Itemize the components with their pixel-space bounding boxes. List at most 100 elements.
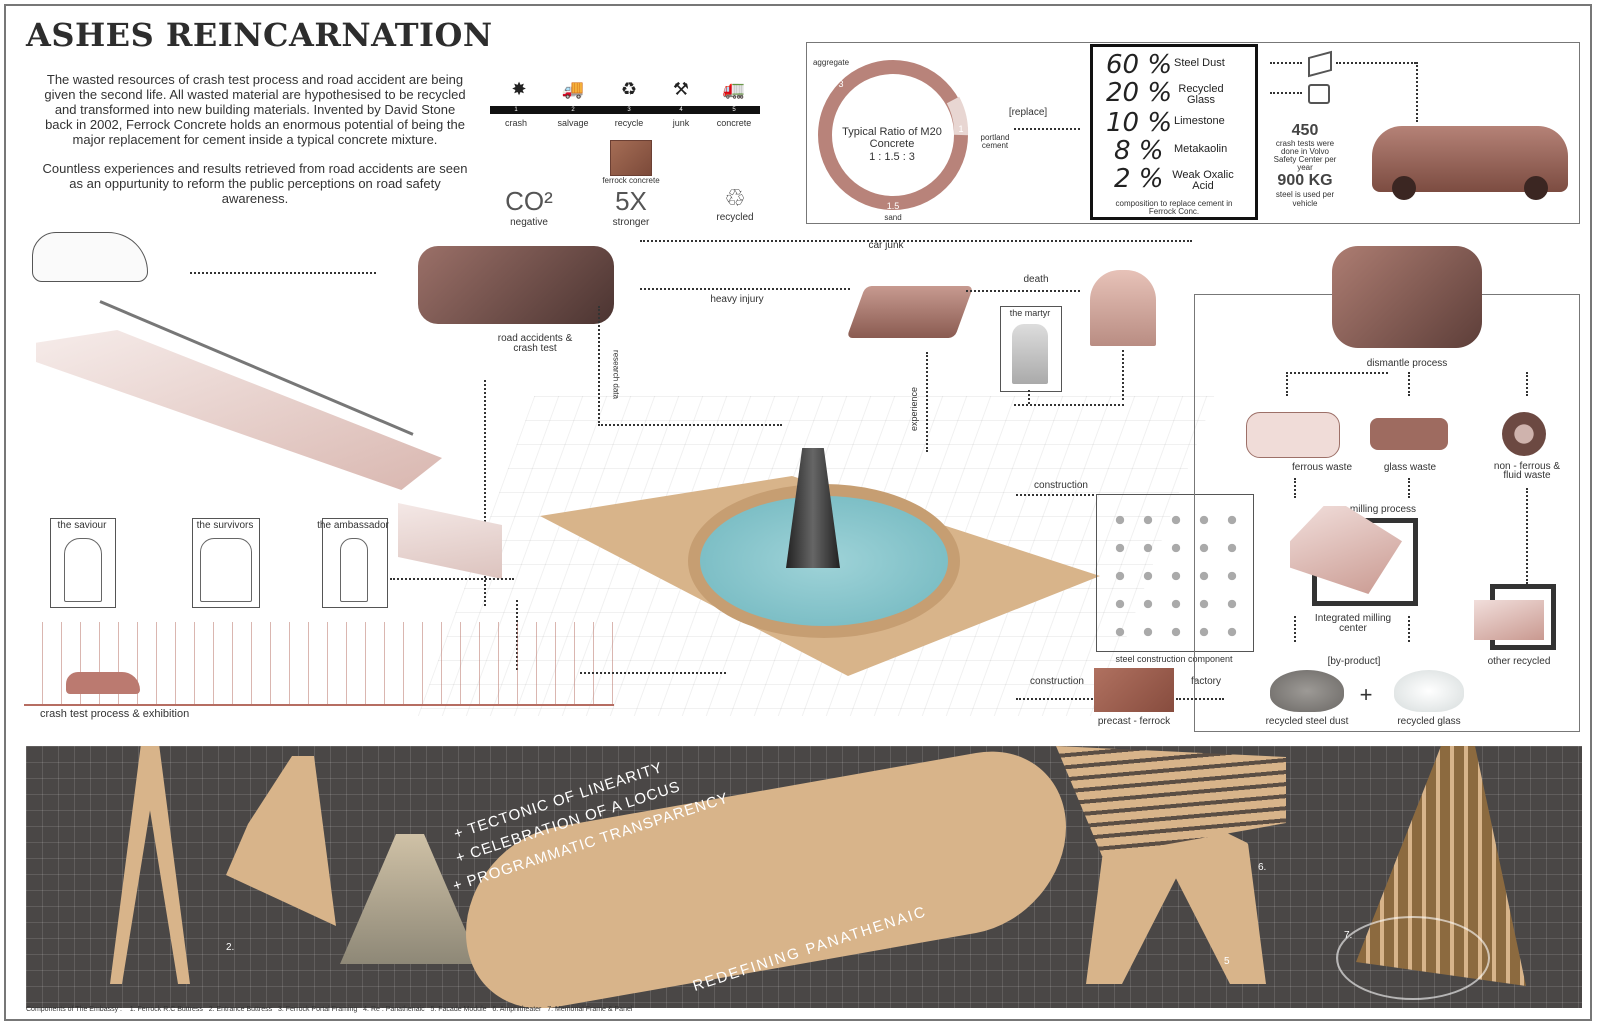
composition-row: 8 % Metakaolin [1106,136,1256,166]
experience-line [926,352,928,452]
ambassador-label: the ambassador [317,520,389,531]
composition-panel [806,42,1580,224]
research-data-base [598,424,782,426]
sports-car-sketch [32,232,148,282]
figure-ambassador [340,538,368,602]
process-bar [490,106,760,114]
glass-waste-image [1370,418,1448,450]
construction-arrow-1 [1016,494,1094,496]
explosion-icon: ✸ [511,78,527,99]
glass-icon [1308,84,1330,104]
portland-label: portland cement [980,133,1010,150]
volvo-caption-1: crash tests were done in Volvo Safety Ce… [1273,139,1337,172]
dismantle-car-photo [1332,246,1482,348]
recycled-glass-image [1394,670,1464,712]
step-num: 5 [732,107,736,113]
by-product-label: [by-product] [1327,656,1381,667]
crash-test-label: crash test process & exhibition [40,708,190,720]
figure-survivors [200,538,252,602]
hospital-bed-image [846,286,974,338]
tombstone-image [1090,270,1156,346]
composition-pct: 8 % [1114,136,1164,166]
recycle-icon: ♻ [620,78,638,99]
step-num: 1 [514,107,518,113]
milling-down-right [1408,616,1410,642]
board-num-5: 5 [1224,956,1230,967]
mixer-truck-icon: 🚛 [722,78,746,99]
dismantle-line-1 [1286,372,1288,396]
benefit-label: recycled [716,212,754,223]
replace-arrow [1014,128,1080,130]
ratio-ring [818,60,969,210]
board-num-7: 7. [1344,930,1353,941]
composition-name: Weak Oxalic Acid [1172,169,1234,192]
step-label: recycle [614,118,644,128]
benefit-label: negative [510,217,548,228]
car-wheel-2 [1524,176,1548,200]
volvo-value-2: 900 KG [1277,172,1333,189]
milling-down-left [1294,616,1296,642]
step-num: 4 [679,107,683,113]
martyr-label: the martyr [1009,308,1051,318]
intro-paragraph-1: The wasted resources of crash test proce… [44,72,466,147]
car-junk-arrow [640,240,1192,242]
ferrous-waste-image [1246,412,1340,458]
survivors-label: the survivors [196,520,254,531]
composition-name: Metakaolin [1174,143,1228,155]
road-accidents-label: road accidents & crash test [497,333,573,354]
poster-frame [4,4,1592,1021]
dismantle-top-line [1286,372,1388,374]
step-label: salvage [557,118,589,128]
composition-name: Recycled Glass [1178,83,1224,106]
volvo-value-1: 450 [1291,122,1319,139]
martyr-down-line [1028,390,1030,404]
board-num-2: 2. [226,942,235,953]
wheel-image [1502,412,1546,456]
dismantle-line-3 [1526,372,1528,396]
dismantle-label: dismantle process [1366,358,1448,369]
intro-paragraph-2: Countless experiences and results retrie… [42,161,468,206]
benefit-label: stronger [612,217,650,228]
aggregate-value: 3 [838,79,844,89]
plus-sign: + [1359,682,1373,707]
steel-dust-label: recycled steel dust [1265,716,1349,727]
step-label: crash [504,118,527,128]
ambassador-arrow [390,578,514,580]
construction-label-2: construction [1030,676,1084,687]
exhibition-bottom-line [580,672,726,674]
replace-label: [replace] [1008,107,1048,118]
glass-down-line [1408,478,1410,498]
composition-row: 10 % Limestone [1106,108,1256,138]
car-down-line [1416,62,1418,122]
composition-pct: 2 % [1114,164,1164,194]
factory-arrow [1176,698,1224,700]
crash-test-car [66,672,140,694]
tomb-to-center-line [1014,404,1124,406]
composition-name: Limestone [1174,115,1225,127]
step-num: 3 [627,107,631,113]
step-num: 2 [571,107,575,113]
milling-process-label: milling process [1349,504,1417,515]
ferrous-down-line [1294,478,1296,498]
ferrock-label: ferrock concrete [602,176,660,185]
sand-value: 1.5 [886,201,900,211]
board-num-6: 6. [1258,862,1267,873]
composition-pct: 10 % [1106,108,1173,138]
factory-label: factory [1190,676,1221,687]
saviour-box [50,518,116,608]
road-accident-photo [418,246,614,324]
death-label: death [1023,274,1049,285]
cement-value: 1 [958,124,964,134]
heavy-injury-arrow [640,288,850,290]
non-ferrous-label: non - ferrous & fluid waste [1493,461,1561,481]
volvo-caption-2: steel is used per vehicle [1275,190,1335,208]
composition-pct: 20 % [1106,78,1173,108]
memorial-circle [1336,916,1490,1000]
dismantle-line-2 [1408,372,1410,396]
benefit-value: 5X [615,186,647,216]
ratio-title: Typical Ratio of M20 Concrete [842,126,942,150]
composition-box [1090,44,1258,220]
steel-components-box [1096,494,1254,652]
crash-up-line [484,380,486,606]
composition-caption: composition to replace cement in Ferrock… [1115,199,1233,216]
